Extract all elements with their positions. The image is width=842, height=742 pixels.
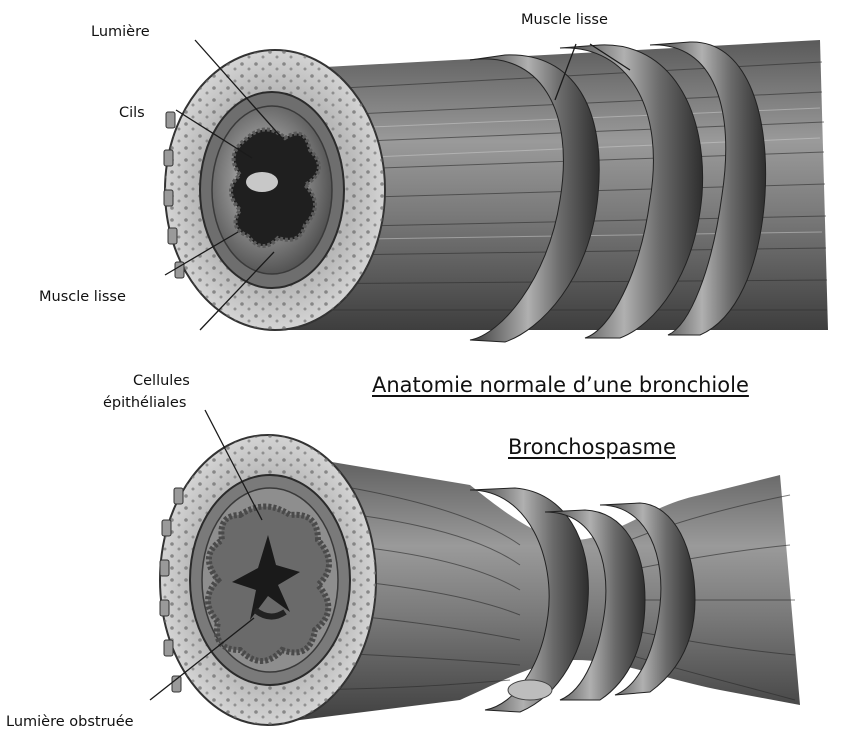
title-normal-anatomy: Anatomie normale d’une bronchiole — [370, 373, 751, 397]
label-lumiere: Lumière — [88, 22, 153, 42]
label-cellules-line2: épithéliales — [103, 392, 190, 414]
label-cellules-epitheliales: Cellules épithéliales — [100, 370, 193, 414]
label-cils: Cils — [116, 103, 148, 123]
label-lumiere-obstruee: Lumière obstruée — [3, 712, 137, 732]
spasm-bronchiole — [150, 410, 800, 725]
label-muscle-lisse-top: Muscle lisse — [518, 10, 611, 30]
label-muscle-lisse-left: Muscle lisse — [36, 287, 129, 307]
spasm-cross-section — [160, 435, 376, 725]
normal-bronchiole — [164, 40, 828, 342]
title-bronchospasm: Bronchospasme — [506, 435, 678, 459]
normal-cross-section — [164, 50, 385, 330]
label-cellules-line1: Cellules — [103, 370, 190, 392]
